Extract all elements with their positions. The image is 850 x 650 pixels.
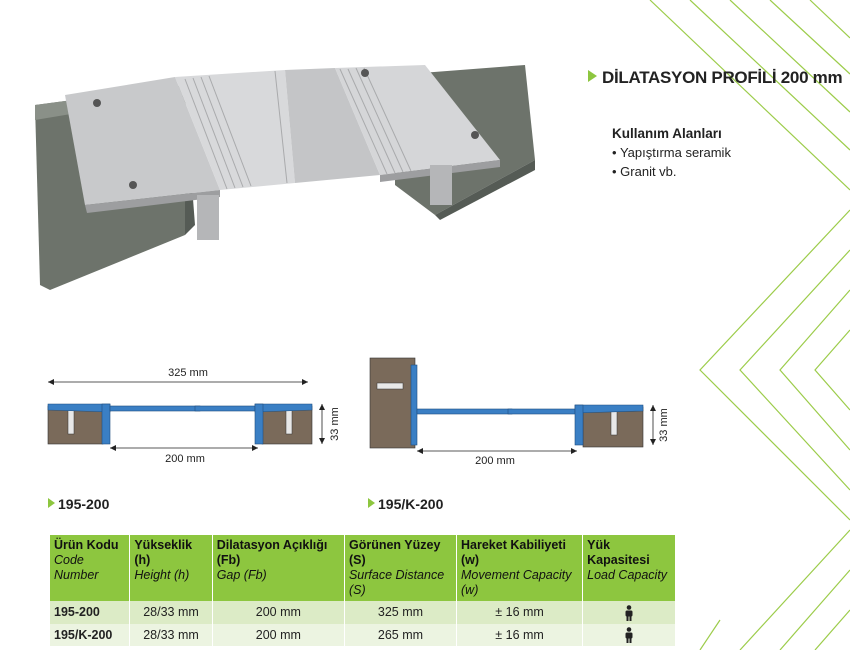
code-label-195-200: 195-200 <box>48 496 109 512</box>
usage-list: Yapıştırma seramik Granit vb. <box>612 143 731 181</box>
wall-block-left <box>369 357 416 449</box>
header-height: Yükseklik (h)Height (h) <box>129 535 213 601</box>
page-title-text: DİLATASYON PROFİLİ 200 mm <box>602 68 843 87</box>
page-title: DİLATASYON PROFİLİ 200 mm <box>588 68 843 88</box>
arrow-right-icon <box>588 70 597 82</box>
usage-item: Granit vb. <box>612 162 731 181</box>
product-3d-image <box>35 65 535 290</box>
usage-heading: Kullanım Alanları <box>612 126 722 141</box>
table-row: 195/K-200 28/33 mm 200 mm 265 mm ± 16 mm <box>50 623 676 647</box>
arrow-right-icon <box>368 498 375 508</box>
total-width-label: 325 mm <box>168 367 208 379</box>
arrow-right-icon <box>48 498 55 508</box>
person-icon <box>625 627 633 644</box>
profile-section <box>410 364 644 446</box>
profile-section <box>47 403 313 445</box>
header-surface: Görünen Yüzey (S)Surface Distance (S) <box>344 535 458 601</box>
gap-width-label: 200 mm <box>475 455 515 467</box>
height-label: 33 mm <box>329 407 341 441</box>
person-icon <box>625 604 633 621</box>
code-label-195-k-200: 195/K-200 <box>368 496 443 512</box>
drawing-195-200: 325 mm 200 mm 33 mm <box>47 367 341 465</box>
usage-areas: Kullanım Alanları Yapıştırma seramik Gra… <box>612 124 731 181</box>
header-gap: Dilatasyon Açıklığı (Fb)Gap (Fb) <box>212 535 345 601</box>
header-movement: Hareket Kabiliyeti (w)Movement Capacity … <box>456 535 584 601</box>
usage-item: Yapıştırma seramik <box>612 143 731 162</box>
gap-width-label: 200 mm <box>165 453 205 465</box>
drawing-195-k-200: 200 mm 33 mm <box>369 357 670 467</box>
height-label: 33 mm <box>658 408 670 442</box>
table-row: 195-200 28/33 mm 200 mm 325 mm ± 16 mm <box>50 601 676 624</box>
